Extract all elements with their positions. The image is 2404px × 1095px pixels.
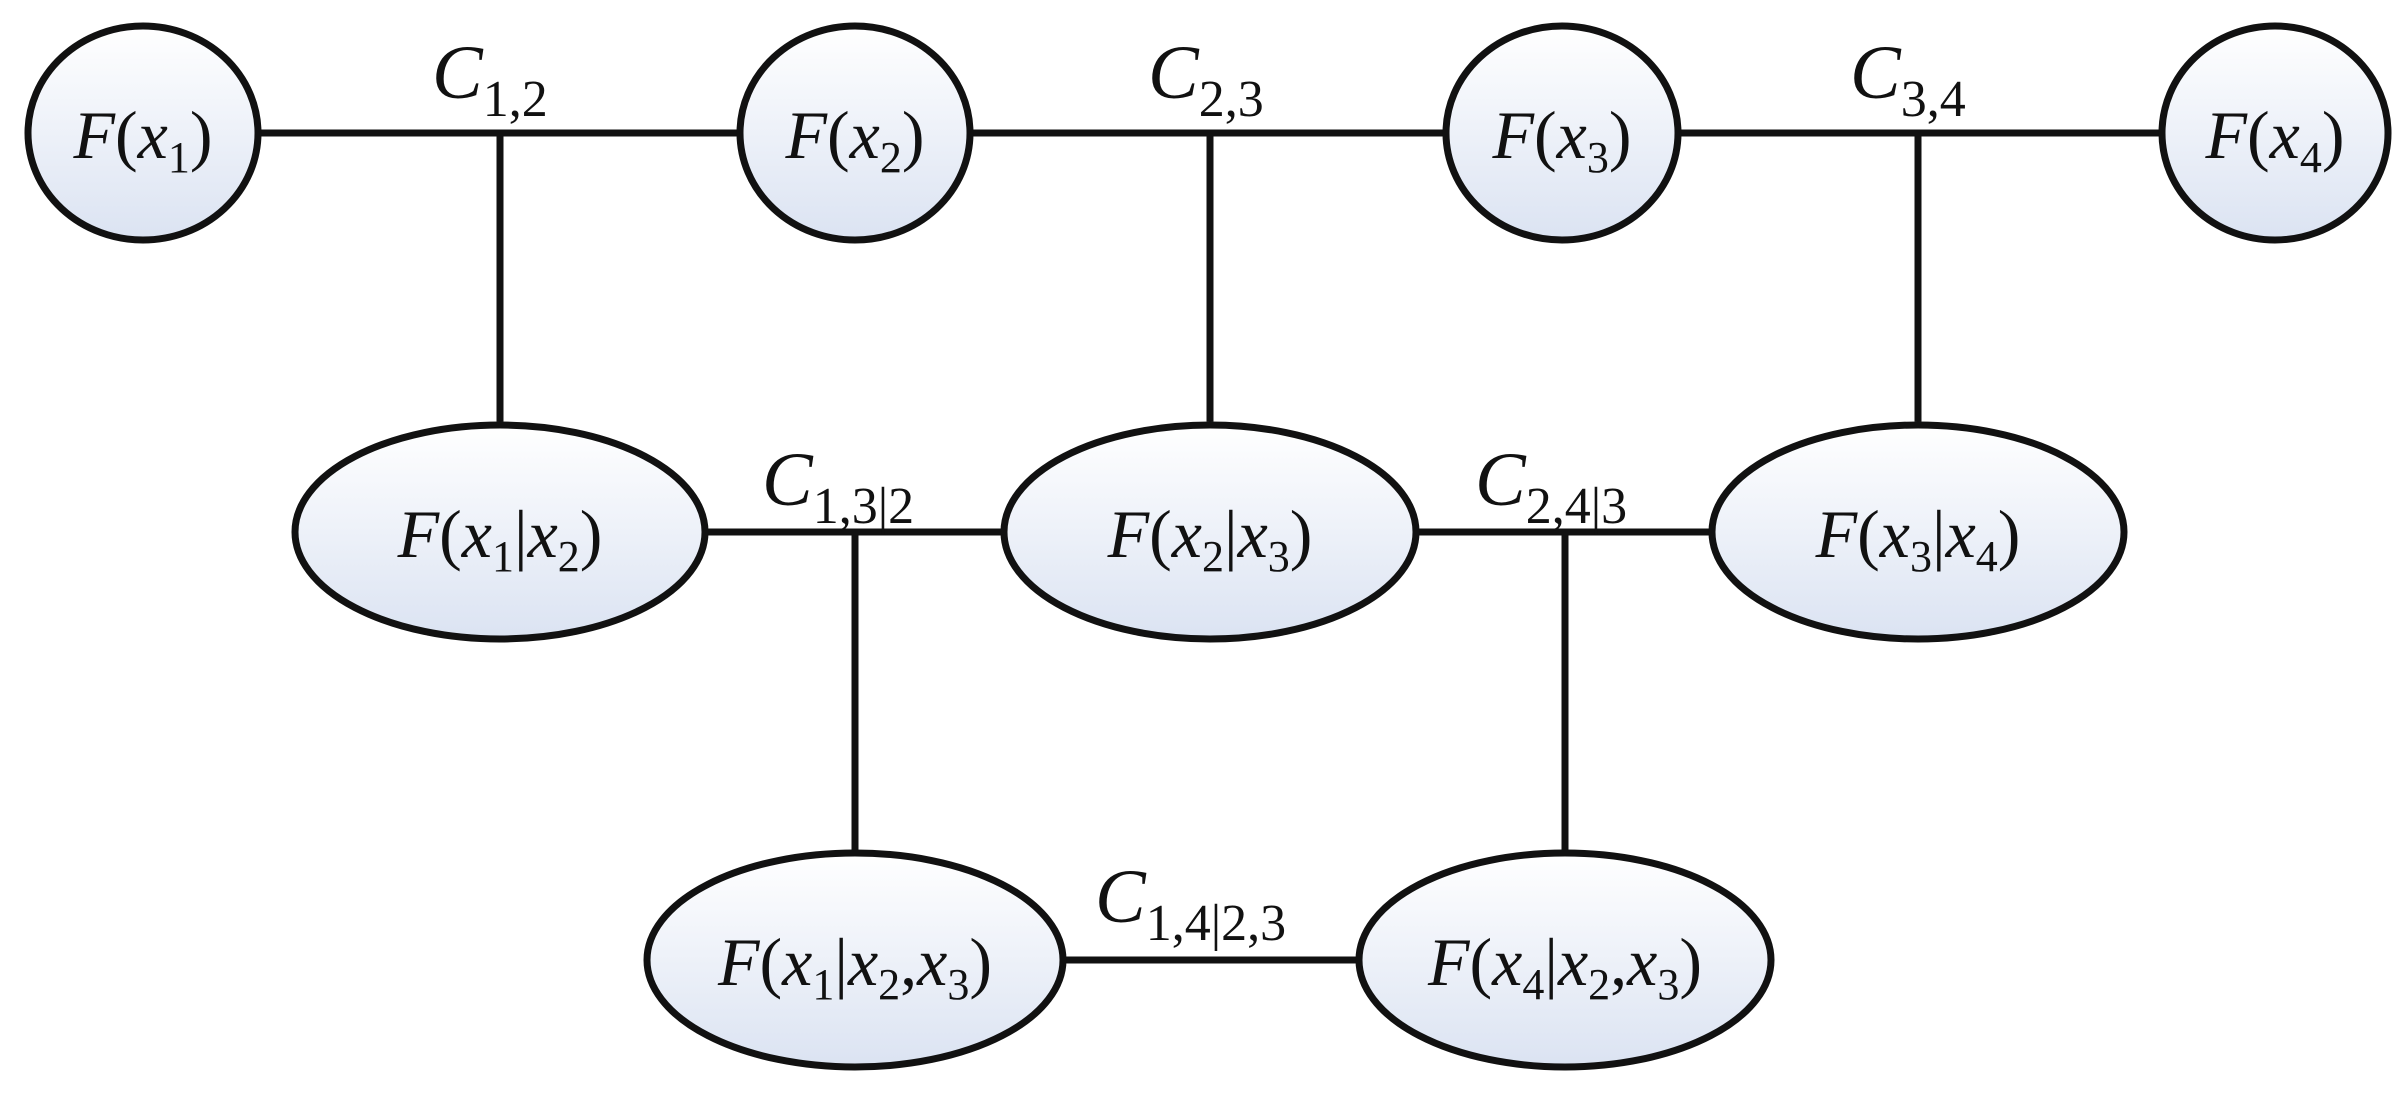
node-f-x3-label: F(x3) — [1491, 97, 1631, 182]
node-f-x3-circle — [1442, 22, 1682, 244]
node-f-x1-circle — [24, 22, 262, 244]
copula-label-c34: C3,4 — [1850, 31, 1966, 128]
node-f-x1-given-x2-label: F(x1|x2) — [397, 496, 603, 581]
node-f-x4-label: F(x4) — [2204, 97, 2344, 182]
node-f-x3-given-x4-ellipse — [1708, 421, 2128, 643]
node-f-x3-given-x4-label: F(x3|x4) — [1815, 496, 2021, 581]
node-f-x2-given-x3: F(x2|x3) — [1000, 421, 1420, 643]
node-f-x4-given-x2-x3-label: F(x4|x2,x3) — [1427, 924, 1702, 1009]
node-f-x2-given-x3-ellipse — [1000, 421, 1420, 643]
copula-label-c24g3: C2,4|3 — [1475, 438, 1627, 535]
node-f-x4: F(x4) — [2158, 22, 2392, 244]
node-f-x1-given-x2: F(x1|x2) — [291, 421, 709, 643]
node-f-x4-given-x2-x3: F(x4|x2,x3) — [1355, 849, 1775, 1071]
node-f-x2-given-x3-label: F(x2|x3) — [1107, 496, 1313, 581]
node-f-x1-given-x2-ellipse — [291, 421, 709, 643]
node-f-x1-given-x2-x3: F(x1|x2,x3) — [643, 849, 1067, 1071]
node-f-x1-given-x2-x3-ellipse — [643, 849, 1067, 1071]
node-f-x1: F(x1) — [24, 22, 262, 244]
node-f-x1-label: F(x1) — [72, 97, 212, 182]
node-f-x2-label: F(x2) — [784, 97, 924, 182]
node-f-x2-circle — [736, 22, 974, 244]
copula-label-c13g2: C1,3|2 — [762, 438, 914, 535]
copula-label-c12: C1,2 — [432, 31, 548, 128]
node-f-x3: F(x3) — [1442, 22, 1682, 244]
copula-label-c23: C2,3 — [1148, 31, 1264, 128]
node-f-x4-given-x2-x3-ellipse — [1355, 849, 1775, 1071]
copula-label-c14g23: C1,4|2,3 — [1095, 855, 1286, 952]
node-f-x1-given-x2-x3-label: F(x1|x2,x3) — [717, 924, 992, 1009]
node-f-x2: F(x2) — [736, 22, 974, 244]
node-f-x3-given-x4: F(x3|x4) — [1708, 421, 2128, 643]
node-f-x4-circle — [2158, 22, 2392, 244]
